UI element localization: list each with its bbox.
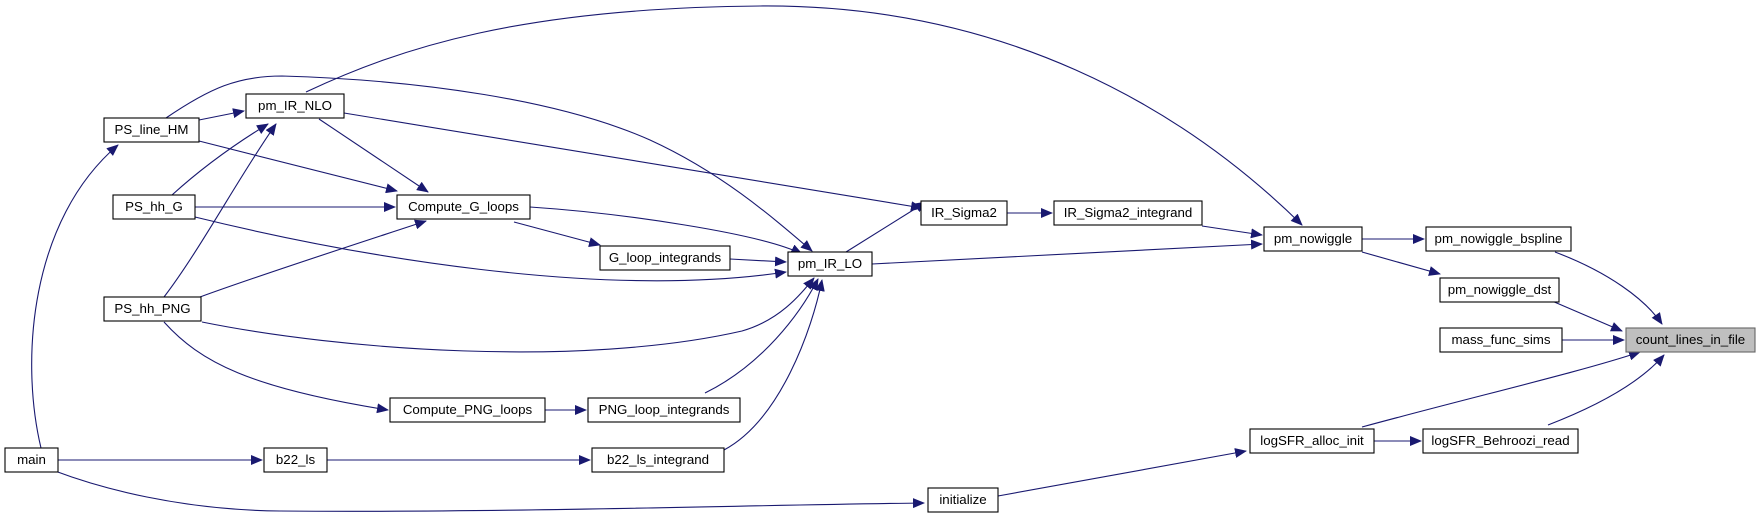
edge-PS_line_HM-to-pm_IR_LO	[165, 75, 813, 252]
edge-G_loop_integrands-to-pm_IR_LO	[729, 256, 787, 267]
node-label: pm_nowiggle	[1274, 231, 1352, 246]
node-label: PS_hh_PNG	[114, 301, 190, 316]
edge-logSFR_Behroozi_read-to-count_lines_in_file	[1547, 354, 1665, 426]
node-pm_IR_NLO[interactable]: pm_IR_NLO	[245, 93, 345, 119]
node-IR_Sigma2[interactable]: IR_Sigma2	[920, 200, 1008, 226]
node-main[interactable]: main	[4, 447, 59, 473]
node-label: main	[17, 452, 46, 467]
edge-main-to-initialize	[54, 470, 925, 512]
node-logSFR_Behroozi_read[interactable]: logSFR_Behroozi_read	[1422, 428, 1579, 454]
node-b22_ls_integrand[interactable]: b22_ls_integrand	[591, 447, 725, 473]
edge-Compute_G_loops-to-pm_IR_LO	[529, 206, 803, 255]
node-PS_hh_G[interactable]: PS_hh_G	[112, 194, 196, 220]
edge-Compute_G_loops-to-G_loop_integrands	[513, 221, 601, 247]
node-label: PS_line_HM	[115, 122, 189, 137]
node-b22_ls[interactable]: b22_ls	[263, 447, 328, 473]
node-pm_nowiggle_dst[interactable]: pm_nowiggle_dst	[1439, 277, 1560, 303]
edge-initialize-to-logSFR_alloc_init	[997, 448, 1247, 497]
node-PS_hh_PNG[interactable]: PS_hh_PNG	[103, 296, 202, 322]
edge-PS_hh_PNG-to-Compute_PNG_loops	[163, 321, 389, 414]
node-count_lines_in_file[interactable]: count_lines_in_file	[1625, 327, 1756, 353]
node-label: IR_Sigma2	[931, 205, 997, 220]
nodes: count_lines_in_file pm_nowiggle_bspline …	[4, 93, 1756, 513]
node-label: count_lines_in_file	[1636, 332, 1745, 347]
edge-pm_IR_LO-to-IR_Sigma2	[845, 201, 927, 253]
node-Compute_G_loops[interactable]: Compute_G_loops	[396, 194, 531, 220]
node-label: logSFR_Behroozi_read	[1431, 433, 1569, 448]
edges	[31, 5, 1665, 512]
node-label: b22_ls_integrand	[607, 452, 709, 467]
node-IR_Sigma2_integrand[interactable]: IR_Sigma2_integrand	[1053, 200, 1203, 226]
node-mass_func_sims[interactable]: mass_func_sims	[1439, 327, 1563, 353]
node-pm_IR_LO[interactable]: pm_IR_LO	[787, 251, 873, 277]
edge-pm_IR_NLO-to-IR_Sigma2	[343, 112, 923, 212]
edge-logSFR_alloc_init-to-count_lines_in_file	[1361, 350, 1641, 428]
edge-main-to-PS_line_HM	[31, 144, 119, 449]
edge-PS_hh_PNG-to-pm_IR_LO	[201, 277, 815, 353]
node-PNG_loop_integrands[interactable]: PNG_loop_integrands	[587, 397, 741, 423]
edge-PS_hh_PNG-to-pm_IR_NLO	[163, 123, 277, 298]
edge-pm_IR_NLO-to-pm_nowiggle	[305, 5, 1303, 226]
node-label: initialize	[939, 492, 986, 507]
node-label: b22_ls	[276, 452, 316, 467]
edge-pm_nowiggle_dst-to-count_lines_in_file	[1551, 300, 1623, 332]
node-PS_line_HM[interactable]: PS_line_HM	[103, 117, 200, 143]
node-label: pm_IR_NLO	[258, 98, 332, 113]
edge-PS_hh_G-to-pm_IR_LO	[194, 216, 787, 282]
edge-PS_hh_PNG-to-Compute_G_loops	[199, 219, 427, 298]
node-pm_nowiggle[interactable]: pm_nowiggle	[1263, 226, 1363, 252]
node-label: G_loop_integrands	[609, 250, 722, 265]
edge-b22_ls_integrand-to-pm_IR_LO	[723, 279, 825, 451]
edge-IR_Sigma2_integrand-to-pm_nowiggle	[1201, 225, 1263, 239]
node-label: mass_func_sims	[1451, 332, 1550, 347]
node-label: Compute_PNG_loops	[403, 402, 533, 417]
node-G_loop_integrands[interactable]: G_loop_integrands	[599, 245, 731, 271]
edge-PS_line_HM-to-pm_IR_NLO	[198, 108, 245, 121]
edge-pm_nowiggle-to-pm_nowiggle_dst	[1361, 251, 1441, 276]
node-label: pm_nowiggle_dst	[1448, 282, 1552, 297]
node-logSFR_alloc_init[interactable]: logSFR_alloc_init	[1249, 428, 1375, 454]
node-label: pm_nowiggle_bspline	[1435, 231, 1563, 246]
node-label: PS_hh_G	[125, 199, 183, 214]
edge-pm_IR_LO-to-pm_nowiggle	[871, 239, 1263, 265]
edge-PNG_loop_integrands-to-pm_IR_LO	[704, 278, 819, 394]
edge-pm_nowiggle_bspline-to-count_lines_in_file	[1554, 251, 1663, 325]
edge-PS_hh_G-to-pm_IR_NLO	[171, 123, 269, 196]
node-pm_nowiggle_bspline[interactable]: pm_nowiggle_bspline	[1425, 226, 1572, 252]
node-label: PNG_loop_integrands	[599, 402, 730, 417]
edge-pm_IR_NLO-to-Compute_G_loops	[318, 118, 429, 193]
node-label: IR_Sigma2_integrand	[1064, 205, 1193, 220]
node-label: pm_IR_LO	[798, 256, 862, 271]
edge-PS_line_HM-to-Compute_G_loops	[198, 140, 398, 194]
node-label: Compute_G_loops	[408, 199, 519, 214]
node-Compute_PNG_loops[interactable]: Compute_PNG_loops	[389, 397, 546, 423]
node-label: logSFR_alloc_init	[1260, 433, 1364, 448]
node-initialize[interactable]: initialize	[927, 487, 999, 513]
